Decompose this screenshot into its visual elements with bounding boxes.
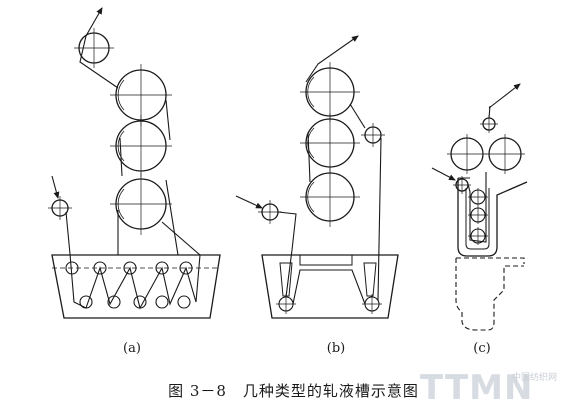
label-a: (a) [123,341,141,356]
fabric-path-a [51,7,201,310]
guide-roller-a-top [74,28,114,68]
squeeze-roller-b-3 [300,167,360,227]
trough-b [261,254,399,319]
guide-roller-a-left [48,196,72,220]
diagram-a [48,7,221,319]
figure-caption: 图 3－8 几种类型的轧液槽示意图 [168,382,419,400]
guide-roller-b-right [361,123,385,147]
trough-rollers-b [276,294,382,314]
watermark-sub: 中国纺织网 [512,373,558,383]
squeeze-roller-a-2 [110,115,172,177]
fabric-path-b [235,35,382,305]
watermark-logo: TTMN 中国纺织网 [420,362,585,410]
label-b: (b) [327,341,345,356]
watermark-main: TTMN [420,368,534,408]
dashed-stand-c [455,257,525,331]
diagram-b [235,35,399,319]
label-c: (c) [473,341,490,356]
squeeze-roller-a-3 [110,173,172,235]
fabric-path-c [431,83,521,243]
narrow-trough-c [457,177,528,257]
trough-rollers-c [468,188,488,245]
top-roller-c-right [485,134,525,174]
top-roller-c-left [447,134,487,174]
diagram-c [431,83,528,331]
